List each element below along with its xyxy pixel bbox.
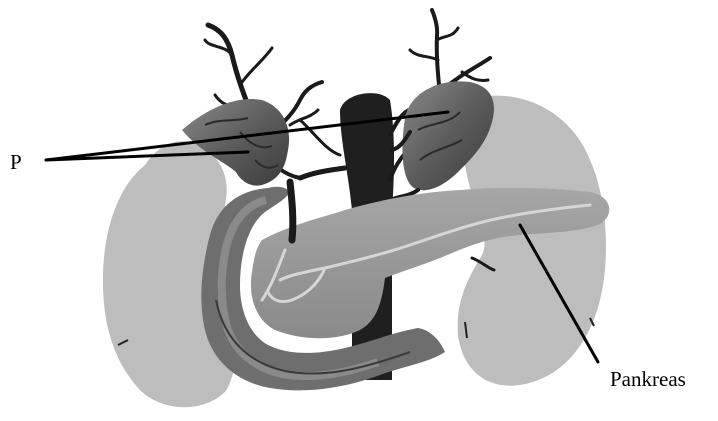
- label-pankreas: Pankreas: [610, 369, 686, 390]
- bile-duct: [290, 182, 293, 240]
- label-p: P: [10, 152, 22, 173]
